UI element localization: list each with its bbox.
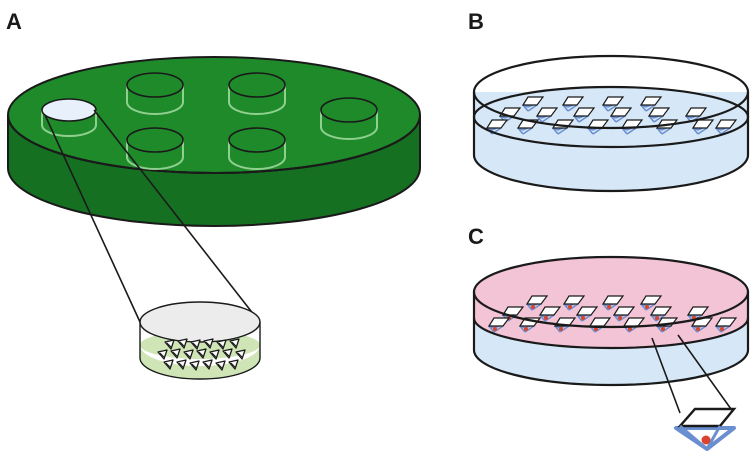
well [126,127,184,170]
pyramid-cluster [157,338,246,371]
pyramid-icon [691,119,715,135]
insert-magnified [139,301,261,380]
pyramid-icon [639,96,663,112]
micro-pyramid-icon [177,338,188,349]
pyramid-icon [612,306,636,322]
zoom-line [651,337,681,414]
pyramid-icon [649,306,673,322]
pyramid-icon [714,317,738,333]
zoom-line [44,114,141,323]
micro-pyramid-icon [170,348,181,359]
panel-c [472,255,750,451]
pyramid-icon [575,306,599,322]
well-selected [41,98,97,137]
dish-b-wall [472,92,750,193]
micro-pyramid-icon [215,360,226,371]
well [228,127,286,170]
pyramid-icon [562,295,586,311]
well [228,72,286,115]
pyramid-array-b [485,96,738,135]
micro-pyramid-icon [196,348,207,359]
micro-pyramid-icon [209,349,220,360]
dish-c-wall [472,292,750,387]
micro-pyramid-icon [183,349,194,360]
cell-spheroid-icon [701,435,711,445]
micro-pyramid-icon [228,359,239,370]
pyramid-icon [609,107,633,123]
micro-pyramid-icon [164,339,175,350]
pyramid-icon [561,96,585,112]
zoom-line [93,109,259,321]
panel-a [7,56,421,380]
micro-pyramid-icon [163,359,174,370]
panel-b [472,54,750,193]
micro-pyramid-icon [157,349,168,360]
pyramid-icon [647,107,671,123]
pyramid-icon [586,119,610,135]
well [320,97,378,140]
pyramid-icon [639,295,663,311]
pyramid-icon [518,317,542,333]
pyramid-icon [535,107,559,123]
micro-pyramid-icon [229,338,240,349]
dish-c-medium-edge [472,317,750,350]
micro-pyramid-icon [222,348,233,359]
dish-c-medium-side [474,292,748,348]
pyramid-icon [714,119,738,135]
pyramid-magnified [674,407,737,451]
micro-pyramid-icon [203,338,214,349]
micro-pyramid-icon [202,359,213,370]
panel-label-c: C [468,224,484,249]
pyramid-icon [538,306,562,322]
panel-label-b: B [468,9,484,34]
micro-pyramid-icon [190,339,201,350]
micro-pyramid-icon [216,339,227,350]
dish-c-medium [474,257,748,327]
pyramid-icon [572,107,596,123]
plate-top-edge [7,114,421,174]
pyramid-icon [516,119,540,135]
pyramid-icon [521,96,545,112]
micro-pyramid-icon [235,349,246,360]
pyramid-icon [601,96,625,112]
micro-pyramid-icon [189,360,200,371]
zoom-line [677,334,732,410]
pyramid-icon [601,295,625,311]
panel-label-a: A [6,9,22,34]
pyramid-icon [487,317,511,333]
pyramid-icon [525,295,549,311]
micro-pyramid-icon [176,359,187,370]
well [126,72,184,115]
